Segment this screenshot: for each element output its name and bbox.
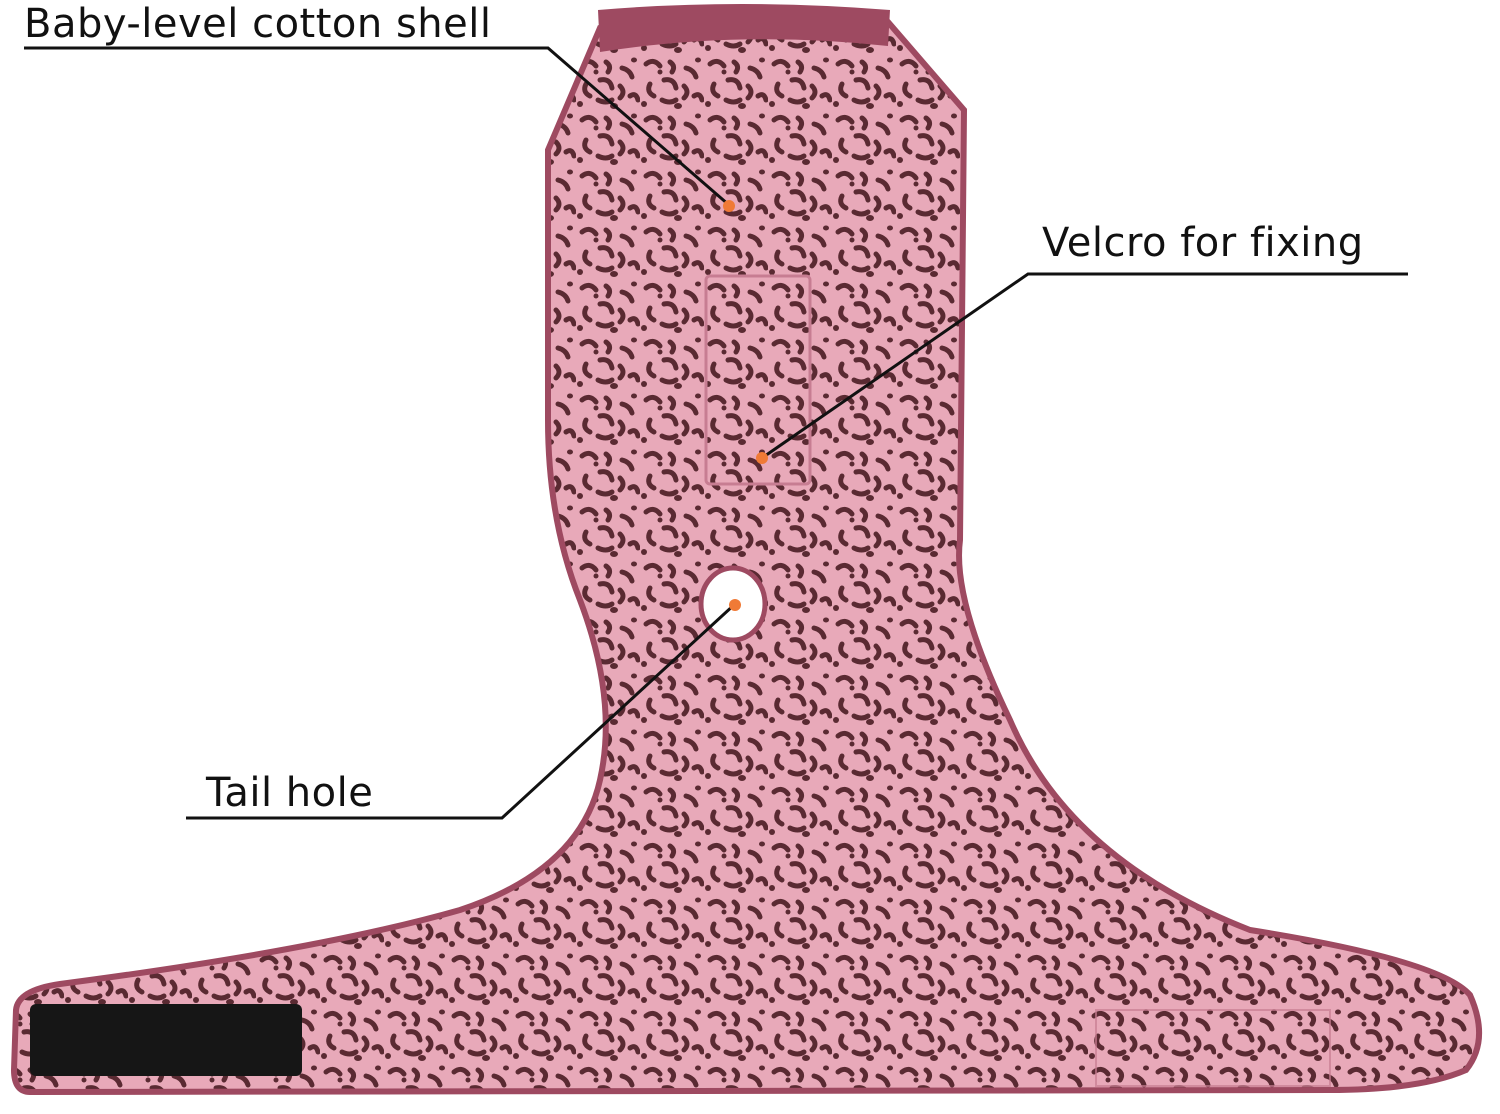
callout-cotton-shell: Baby-level cotton shell	[24, 1, 492, 47]
neck-ribbing	[598, 4, 890, 52]
garment-body	[10, 12, 1482, 1096]
leader-line-velcro	[761, 272, 1408, 460]
marker-dot-tail	[729, 599, 741, 611]
leader-line-cotton	[24, 46, 730, 207]
velcro-strip	[30, 1004, 302, 1076]
right-wing-seam	[1095, 1009, 1331, 1087]
callout-velcro: Velcro for fixing	[1042, 220, 1364, 266]
marker-dot-cotton	[723, 200, 735, 212]
marker-dot-velcro	[756, 452, 768, 464]
velcro-flap	[704, 274, 812, 486]
leader-line-tail	[186, 602, 737, 820]
callout-tail-hole: Tail hole	[206, 770, 374, 816]
